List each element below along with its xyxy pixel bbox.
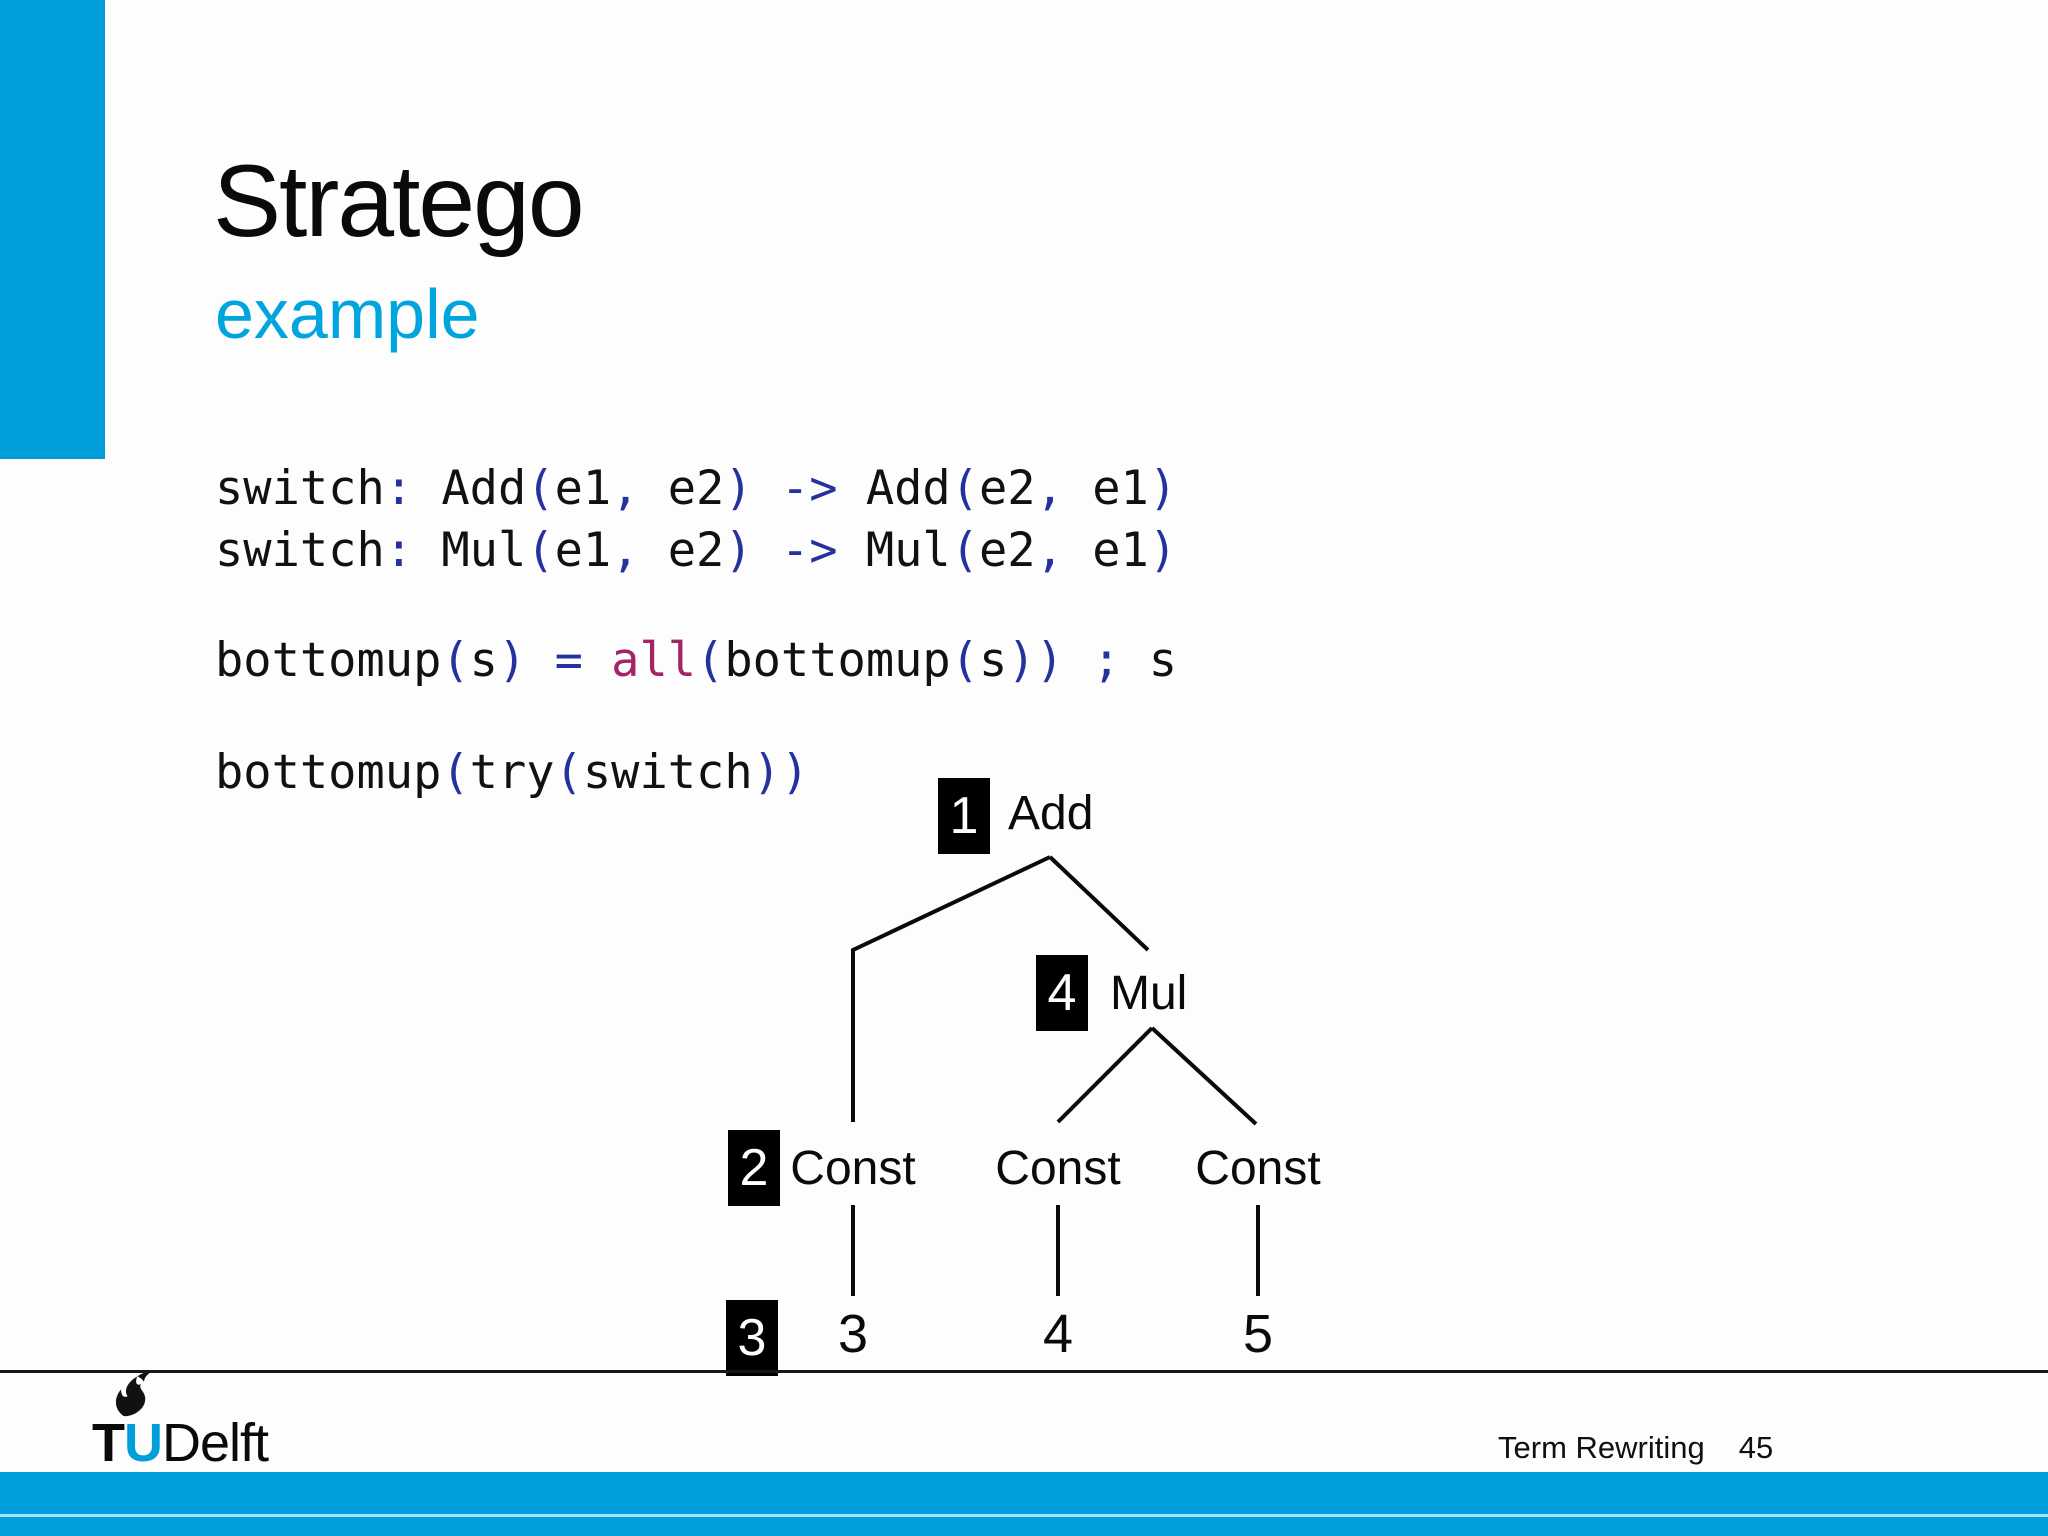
bottom-bar-inner-line — [0, 1514, 2048, 1517]
edge-mul-to-const-mid — [1056, 1026, 1154, 1124]
slide-title: Stratego — [213, 144, 585, 258]
tu-delft-wordmark: TUDelft — [92, 1412, 269, 1474]
tree-node-const-mid: Const — [995, 1142, 1121, 1195]
code-line-bottomup-def: bottomup(s) = all(bottomup(s)) ; s — [215, 633, 1178, 688]
edge-add-to-const-left — [851, 855, 1051, 1122]
left-accent-bar — [0, 0, 105, 459]
step-badge-3: 3 — [726, 1300, 778, 1376]
step-badge-1: 1 — [938, 778, 990, 854]
logo-letter-t: T — [92, 1413, 125, 1473]
tree-node-const-right: Const — [1195, 1142, 1321, 1195]
step-badge-2: 2 — [728, 1130, 780, 1206]
tu-delft-logo: TUDelft — [92, 1368, 352, 1473]
edge-mul-to-const-right — [1150, 1026, 1258, 1126]
footer-caption: Term Rewriting 45 — [1498, 1430, 1773, 1466]
flame-shape — [115, 1372, 150, 1417]
code-line-switch-add: switch: Add(e1, e2) -> Add(e2, e1) — [215, 461, 1178, 516]
logo-letter-u: U — [124, 1413, 163, 1473]
tree-leaf-4: 4 — [1042, 1304, 1074, 1364]
code-line-bottomup-apply: bottomup(try(switch)) — [215, 745, 810, 800]
course-title: Term Rewriting — [1498, 1430, 1705, 1465]
code-line-switch-mul: switch: Mul(e1, e2) -> Mul(e2, e1) — [215, 523, 1178, 578]
page-number: 45 — [1738, 1430, 1774, 1465]
bottom-accent-bar — [0, 1472, 2048, 1536]
tree-node-const-left: Const — [790, 1142, 916, 1195]
tree-leaf-5: 5 — [1242, 1304, 1274, 1364]
slide-subtitle: example — [215, 275, 480, 353]
footer-divider-line — [0, 1370, 2048, 1373]
tree-node-add: Add — [1008, 787, 1094, 840]
tree-leaf-3: 3 — [837, 1304, 869, 1364]
edge-add-to-mul — [1048, 855, 1150, 952]
tu-delft-flame-icon — [115, 1372, 150, 1417]
tree-node-mul: Mul — [1110, 967, 1188, 1020]
logo-delft-text: Delft — [162, 1413, 269, 1473]
step-badge-4: 4 — [1036, 955, 1088, 1031]
